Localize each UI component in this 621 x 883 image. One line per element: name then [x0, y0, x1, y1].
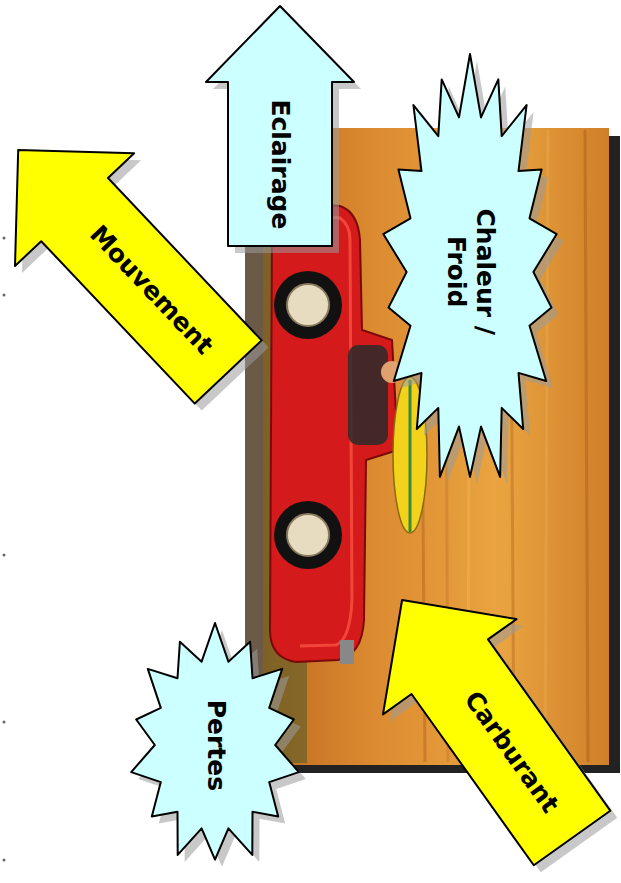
shape-fill: [383, 54, 556, 477]
dot: [3, 721, 6, 724]
energy-arrow: Carburant: [383, 600, 610, 865]
streak: [545, 130, 548, 762]
wheel-hub: [287, 284, 329, 326]
shape-fill: [383, 600, 610, 865]
dot: [3, 237, 6, 240]
bumper: [340, 640, 354, 664]
windshield: [348, 345, 388, 445]
shape-fill: [206, 6, 354, 246]
margin-dots: [3, 237, 6, 862]
wheel: [274, 501, 342, 569]
node-label: Eclairage: [266, 99, 295, 229]
wheel-hub: [287, 514, 329, 556]
dot: [3, 294, 6, 297]
shape-fill: [131, 623, 299, 860]
node-label: Chaleur / Froid: [441, 197, 499, 347]
energy-arrow: Mouvement: [15, 150, 262, 404]
shape-fill: [15, 150, 262, 404]
energy-starburst: Chaleur / Froid: [382, 54, 558, 490]
surfboard-stripe: [409, 380, 412, 532]
node-label: Pertes: [201, 699, 230, 790]
streak: [585, 130, 588, 762]
energy-starburst: Pertes: [129, 623, 301, 867]
wheel: [274, 271, 342, 339]
car-body: [270, 203, 398, 662]
energy-arrow: Eclairage: [206, 6, 354, 246]
dot: [3, 859, 6, 862]
dot: [3, 554, 6, 557]
